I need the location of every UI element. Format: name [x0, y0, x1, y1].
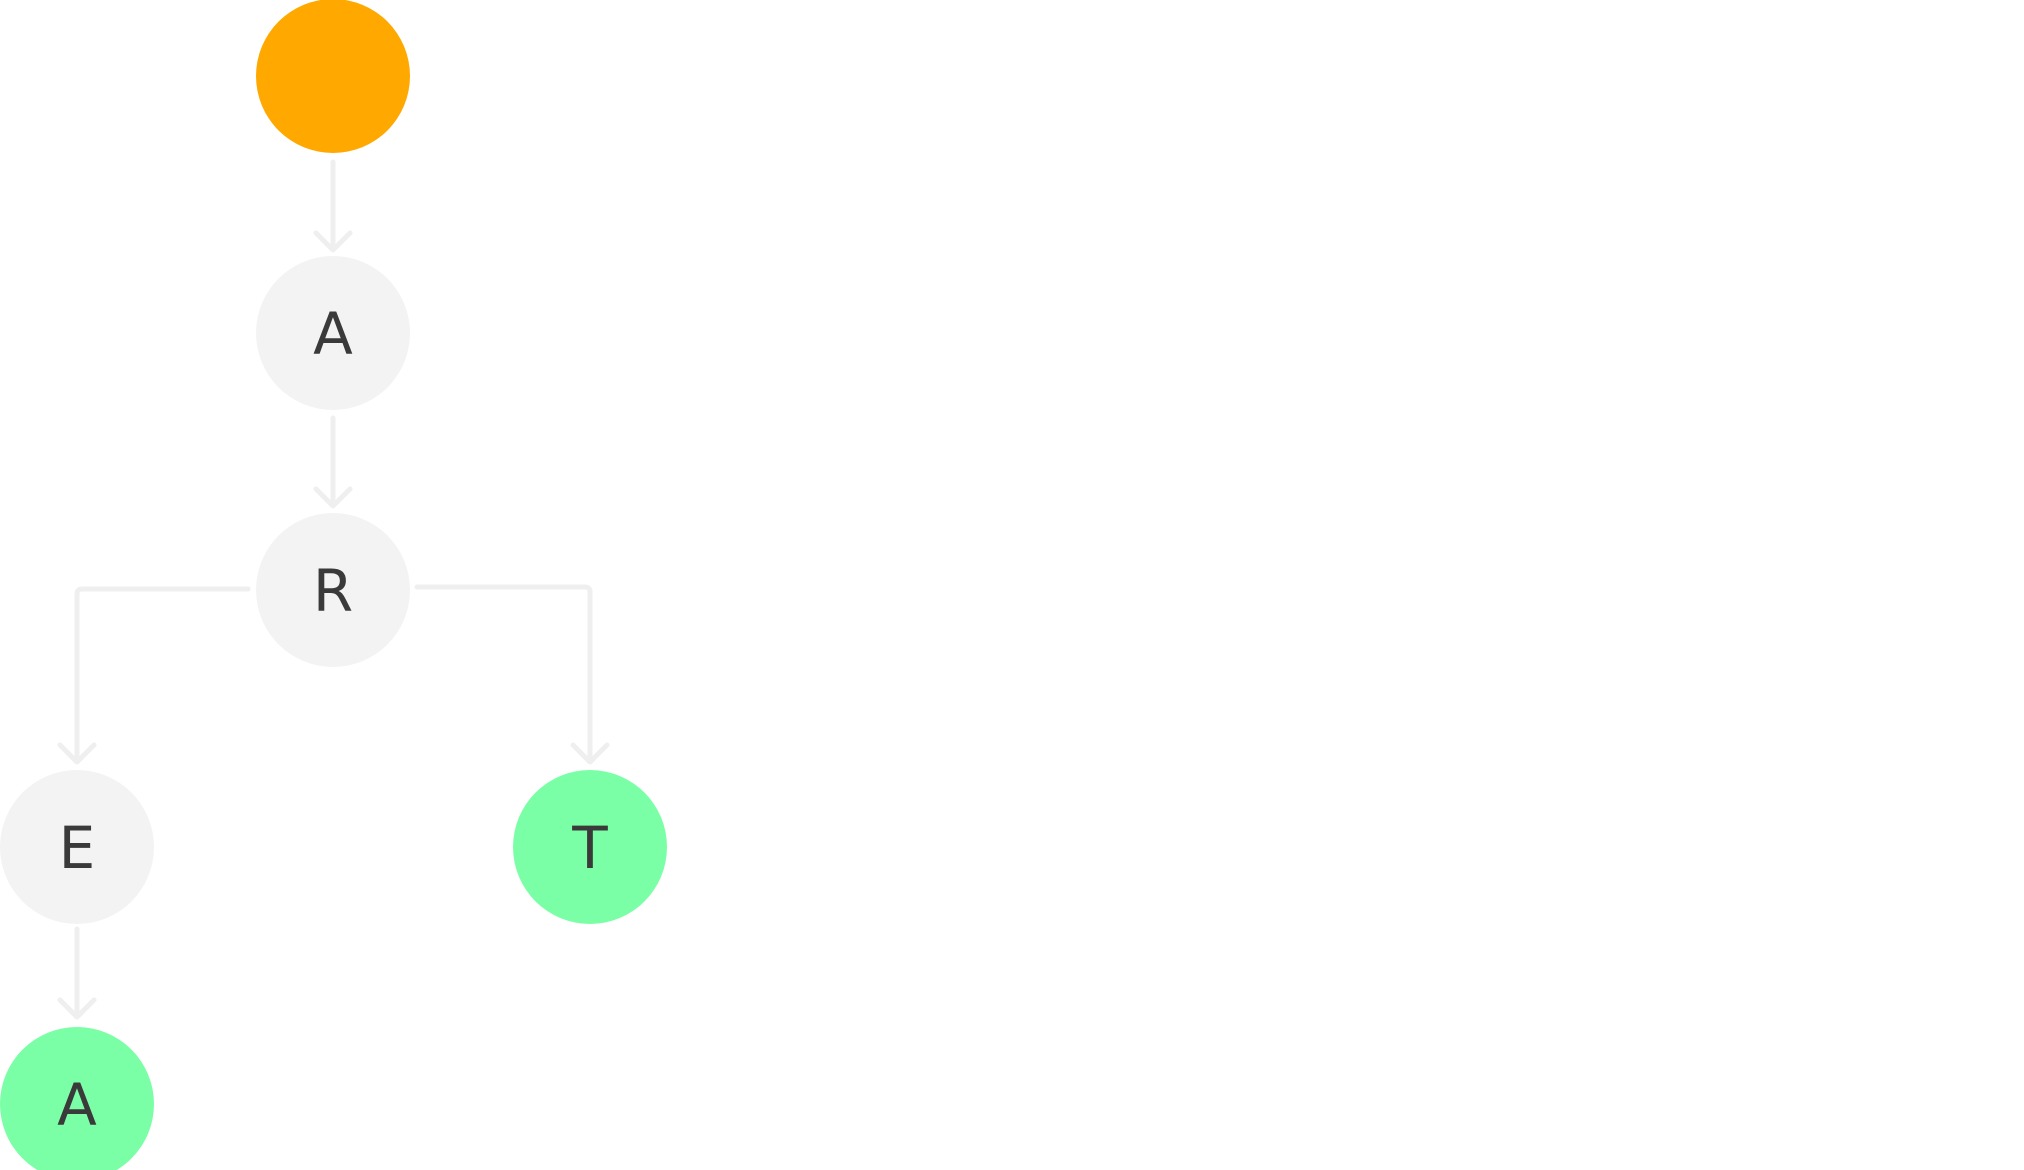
node-r-label: R — [313, 557, 353, 625]
node-a-circle — [256, 256, 410, 410]
node-r-circle — [256, 513, 410, 667]
edge-r-to-t — [414, 584, 610, 765]
edges — [57, 159, 610, 1020]
edge-root-to-a — [313, 159, 353, 253]
node-r: R — [256, 513, 410, 667]
node-a-terminal: A — [0, 1027, 154, 1170]
edge-e-to-a — [57, 926, 97, 1020]
node-a-label: A — [313, 300, 353, 368]
edge-a-to-r — [313, 415, 353, 509]
node-t: T — [513, 770, 667, 924]
root-node-circle — [256, 0, 410, 153]
node-a-terminal-circle — [0, 1027, 154, 1170]
node-a: A — [256, 256, 410, 410]
node-e-circle — [0, 770, 154, 924]
node-e-label: E — [59, 814, 96, 882]
node-e: E — [0, 770, 154, 924]
nodes: A R E T A — [0, 0, 667, 1170]
node-a-terminal-label: A — [57, 1071, 97, 1139]
node-t-label: T — [571, 814, 608, 882]
node-t-circle — [513, 770, 667, 924]
root-node — [256, 0, 410, 153]
edge-r-to-e — [57, 586, 251, 765]
